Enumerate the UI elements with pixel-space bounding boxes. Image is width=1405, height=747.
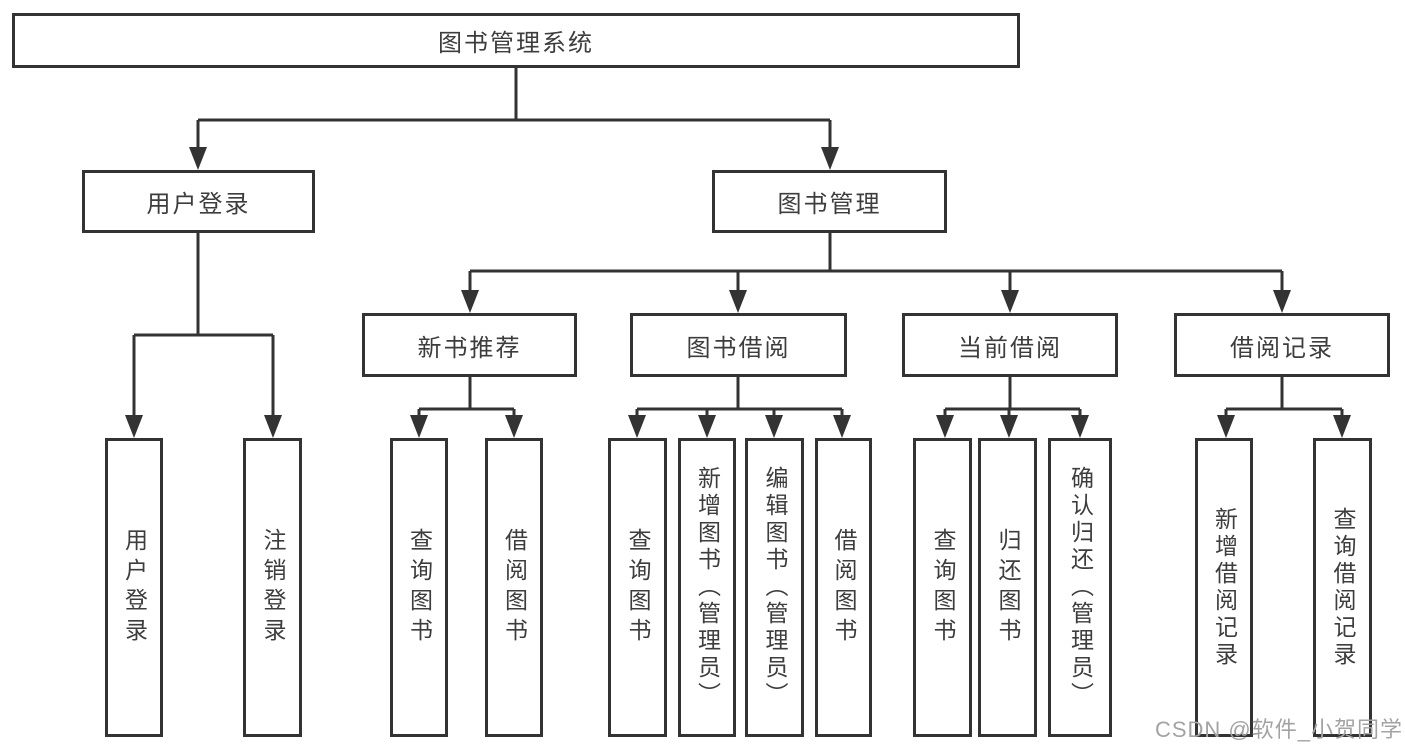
node-label: 查询图书 [930,527,956,648]
node-label: 借阅图书 [501,527,528,648]
node-label: 借阅图书 [831,527,857,648]
arrowhead-icons [125,147,1351,438]
leaf-borrow-books: 借阅图书 [815,438,872,737]
node-label: 查询图书 [406,527,433,648]
node-label: 用户登录 [146,191,251,218]
node-label: 查询图书 [625,527,651,648]
node-library-system: 图书管理系统 [12,13,1020,68]
node-label: 归还图书 [995,527,1021,648]
node-label: 查询借阅记录 [1330,506,1356,669]
node-borrowing-records: 借阅记录 [1174,313,1390,377]
leaf-add-borrow-record: 新增借阅记录 [1195,438,1253,737]
node-label: 注销登录 [260,527,286,648]
node-label: 图书管理系统 [438,30,594,57]
node-label: 新增图书（管理员） [694,466,721,709]
leaf-logout: 注销登录 [243,438,302,737]
node-label: 当前借阅 [958,334,1062,362]
node-label: 确认归还（管理员） [1067,466,1094,709]
node-label: 新增借阅记录 [1211,506,1238,669]
leaf-borrow-books-recommend: 借阅图书 [485,438,543,737]
node-current-borrowing: 当前借阅 [902,313,1118,377]
leaf-query-books-recommend: 查询图书 [390,438,448,737]
leaf-query-books-borrow: 查询图书 [608,438,667,737]
node-label: 编辑图书（管理员） [762,466,788,709]
leaf-return-books: 归还图书 [978,438,1037,737]
node-book-borrowing: 图书借阅 [630,313,847,377]
leaf-add-book-admin: 新增图书（管理员） [678,438,736,737]
node-label: 用户登录 [121,527,148,648]
leaf-query-books-current: 查询图书 [913,438,972,737]
node-label: 新书推荐 [417,334,522,362]
leaf-user-login: 用户登录 [105,438,163,737]
node-label: 图书借阅 [686,334,791,362]
leaf-edit-book-admin: 编辑图书（管理员） [745,438,804,737]
node-label: 图书管理 [777,191,882,218]
node-book-management: 图书管理 [712,170,947,233]
node-new-book-recommendation: 新书推荐 [362,313,577,377]
node-label: 借阅记录 [1230,334,1334,362]
leaf-query-borrow-record: 查询借阅记录 [1313,438,1372,737]
csdn-watermark: CSDN @软件_小贺同学 [1154,717,1403,742]
node-user-login: 用户登录 [82,170,315,233]
leaf-confirm-return-admin: 确认归还（管理员） [1048,438,1112,737]
